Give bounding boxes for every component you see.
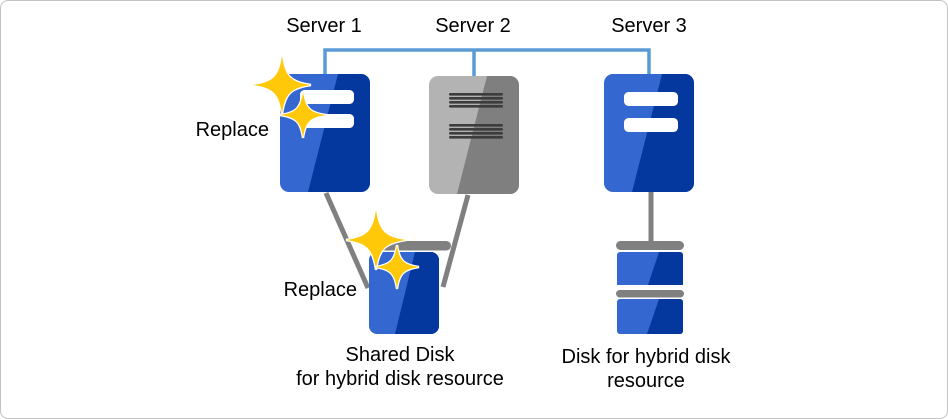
replace-shared-disk-label: Replace	[283, 279, 357, 301]
server3-icon	[604, 74, 694, 192]
vent-grille-icon	[449, 93, 503, 139]
network-line	[323, 48, 651, 74]
hybrid-disk-icon	[616, 241, 684, 334]
sparkle-icon	[279, 91, 327, 139]
server1-icon	[280, 74, 370, 192]
shared-disk-caption-line2: for hybrid disk resource	[296, 368, 504, 390]
server3-label: Server 3	[611, 15, 687, 37]
shared-disk-icon	[369, 241, 451, 334]
hybrid-disk-caption-line2: resource	[607, 370, 685, 392]
sparkle-icon	[345, 209, 407, 271]
shared-disk-caption: Shared Disk for hybrid disk resource	[270, 343, 530, 391]
server2-icon	[429, 76, 519, 194]
disk-divider	[616, 290, 684, 298]
shared-disk-caption-line1: Shared Disk	[345, 344, 455, 366]
server2-label: Server 2	[435, 15, 511, 37]
connector-server2-shared-disk	[440, 194, 471, 288]
disk-cap	[616, 241, 684, 250]
server1-label: Server 1	[286, 15, 362, 37]
hybrid-disk-caption-line1: Disk for hybrid disk	[561, 346, 731, 368]
sparkle-icon	[374, 244, 420, 290]
hybrid-disk-caption: Disk for hybrid disk resource	[516, 345, 776, 393]
replace-server1-label: Replace	[195, 119, 269, 141]
